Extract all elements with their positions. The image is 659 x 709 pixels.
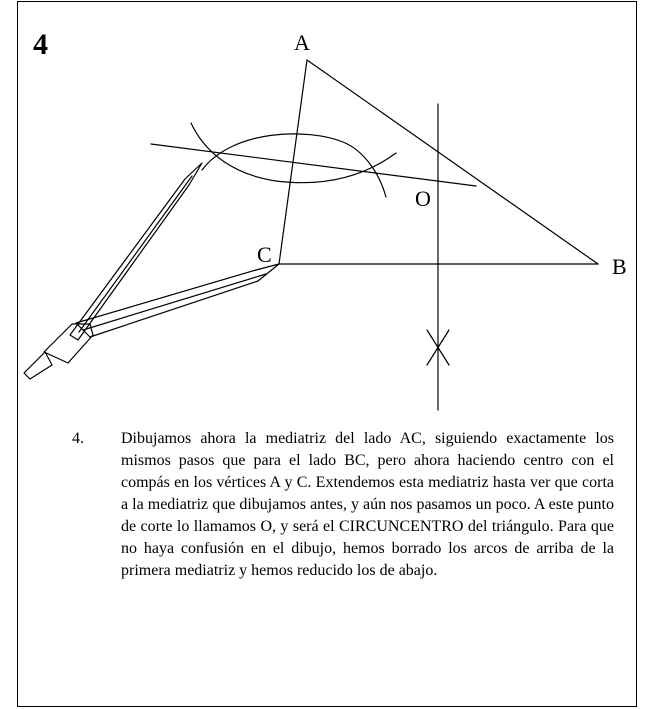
- vertex-a-label: A: [294, 30, 310, 55]
- vertex-c-label: C: [257, 242, 272, 267]
- compass-leg-lower: [75, 263, 280, 338]
- instruction-number: 4.: [72, 430, 84, 447]
- compass-leg-lower-groove: [82, 273, 267, 331]
- instruction-text: Dibujamos ahora la mediatriz del lado AC…: [121, 430, 614, 579]
- compass-arc-centered-a: [190, 122, 397, 184]
- compass-tool: [23, 162, 280, 380]
- perpendicular-bisector-ac: [150, 143, 477, 187]
- bisector-bc-lower-arc-mark-2: [426, 329, 450, 366]
- compass-leg-upper-groove: [78, 175, 193, 333]
- compass-hinge: [43, 323, 94, 364]
- step-number: 4: [33, 28, 48, 61]
- compass-leg-upper: [69, 162, 203, 341]
- worksheet-frame: [17, 1, 637, 707]
- triangle-side-ab: [306, 59, 599, 265]
- vertex-b-label: B: [612, 254, 627, 279]
- compass-arc-centered-c: [201, 133, 387, 198]
- circumcenter-o-label: O: [415, 186, 431, 211]
- compass-handle: [23, 351, 53, 380]
